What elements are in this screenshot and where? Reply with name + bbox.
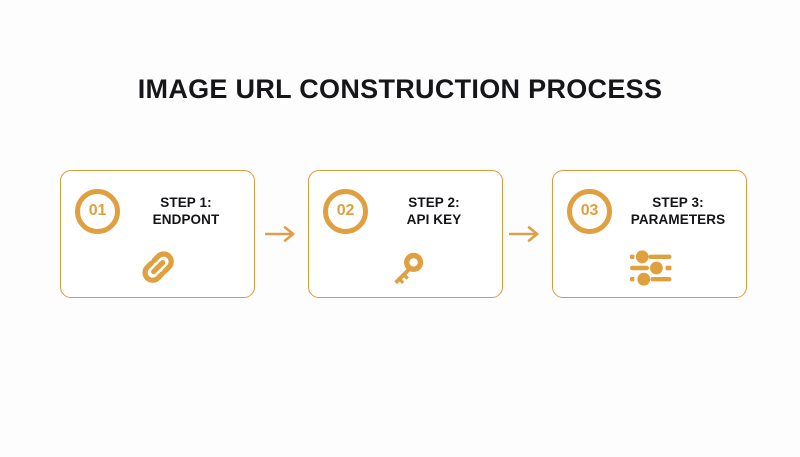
step-number-badge-3: 03 (567, 188, 612, 234)
process-flow: 01 STEP 1: ENDPONT (60, 170, 748, 298)
step-icon-wrap-3 (553, 243, 748, 293)
step-label-1: STEP 1: ENDPONT (120, 194, 256, 229)
step-label-3: STEP 3: PARAMETERS (612, 194, 748, 229)
step-label-2-line2: API KEY (406, 212, 462, 227)
step-label-2: STEP 2: API KEY (368, 194, 504, 229)
step-label-1-line2: ENDPONT (152, 212, 220, 227)
step-card-2-header: 02 STEP 2: API KEY (309, 187, 504, 235)
step-card-3[interactable]: 03 STEP 3: PARAMETERS (552, 170, 747, 298)
step-icon-wrap-1 (61, 243, 256, 293)
step-label-3-line1: STEP 3: (652, 194, 704, 210)
step-card-3-header: 03 STEP 3: PARAMETERS (553, 187, 748, 235)
chain-link-icon (137, 246, 181, 290)
step-label-3-line2: PARAMETERS (630, 212, 726, 227)
flow-connector-1 (265, 224, 299, 244)
sliders-icon (628, 247, 674, 289)
step-number-3: 03 (580, 202, 599, 219)
step-label-1-line1: STEP 1: (160, 194, 212, 210)
step-card-1[interactable]: 01 STEP 1: ENDPONT (60, 170, 255, 298)
step-label-2-line1: STEP 2: (408, 194, 460, 210)
step-number-2: 02 (336, 202, 355, 219)
step-number-badge-2: 02 (323, 188, 368, 234)
step-number-1: 01 (88, 202, 107, 219)
step-number-badge-1: 01 (75, 188, 120, 234)
step-icon-wrap-2 (309, 243, 504, 293)
page-title: IMAGE URL CONSTRUCTION PROCESS (137, 74, 663, 104)
key-icon (385, 246, 429, 290)
arrow-right-icon (265, 224, 299, 244)
step-card-1-header: 01 STEP 1: ENDPONT (61, 187, 256, 235)
arrow-right-icon (509, 224, 543, 244)
flow-connector-2 (509, 224, 543, 244)
step-card-2[interactable]: 02 STEP 2: API KEY (308, 170, 503, 298)
